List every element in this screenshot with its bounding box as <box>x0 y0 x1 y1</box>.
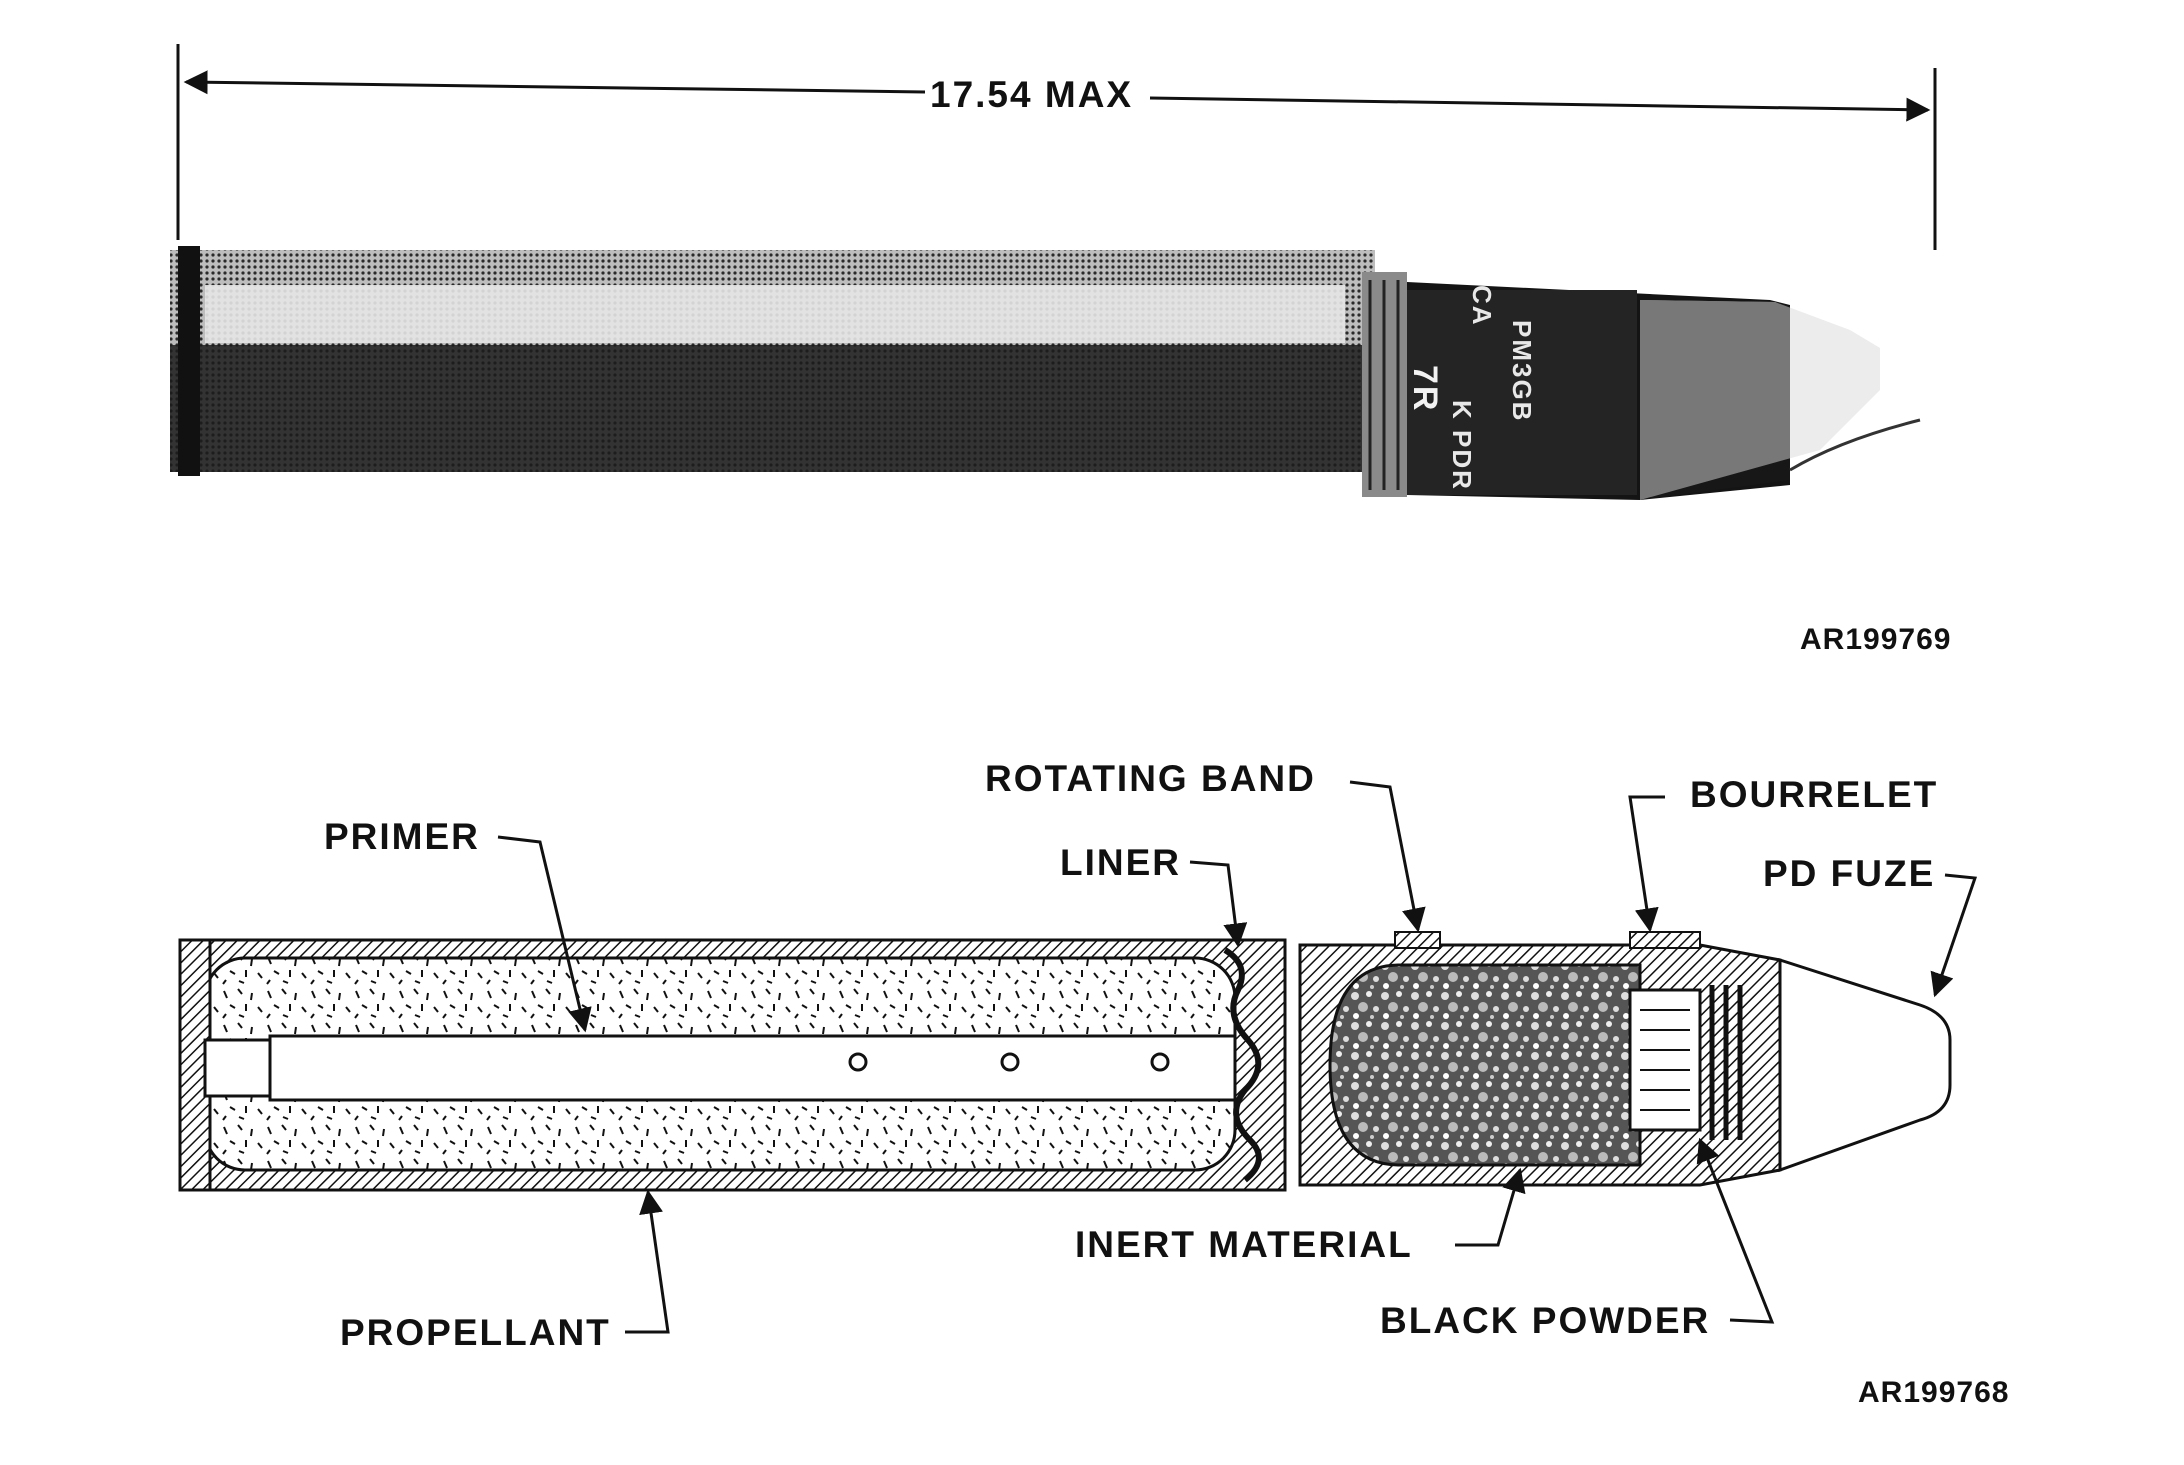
label-bourrelet: BOURRELET <box>1690 774 1939 815</box>
cartridge-photo <box>170 44 1937 500</box>
label-liner: LINER <box>1060 842 1181 883</box>
shell-marking: K PDR <box>1447 400 1477 491</box>
photo-id: AR199769 <box>1800 623 1952 656</box>
fuze-tip <box>1789 418 1921 472</box>
vent-hole <box>848 1052 868 1072</box>
label-rotating-band: ROTATING BAND <box>985 758 1316 799</box>
label-black-powder: BLACK POWDER <box>1380 1300 1711 1341</box>
case-shadow <box>170 345 1375 472</box>
bourrelet <box>1629 931 1701 949</box>
leader-primer <box>497 835 592 1033</box>
pd-fuze <box>1778 957 1952 1173</box>
case-highlight <box>205 285 1345 343</box>
liner <box>1223 947 1262 1183</box>
dimension-arrow-right <box>1149 96 1931 122</box>
leader-propellant <box>625 1189 670 1334</box>
leader-liner <box>1189 860 1248 948</box>
shell-marking: CA <box>1467 285 1497 327</box>
shell-marking: PM3GB <box>1507 320 1537 423</box>
vent-hole <box>1150 1052 1170 1072</box>
drawing-id: AR199768 <box>1858 1376 2010 1409</box>
inert-filler <box>1328 963 1642 1167</box>
shell-marking: 7R <box>1406 365 1444 413</box>
label-propellant: PROPELLANT <box>340 1312 611 1353</box>
label-pd-fuze: PD FUZE <box>1763 853 1936 894</box>
case-rim <box>178 246 200 476</box>
dimension-arrow-left <box>183 70 926 95</box>
dimension-label: 17.54 MAX <box>930 74 1134 115</box>
leader-bourrelet <box>1628 795 1665 933</box>
black-powder-charge <box>1628 988 1702 1132</box>
primer-body <box>203 1038 277 1098</box>
rotating-band <box>1394 931 1441 949</box>
label-primer: PRIMER <box>324 816 480 857</box>
leader-inert-material <box>1455 1167 1526 1247</box>
cartridge-cutaway <box>178 780 1978 1334</box>
leader-pd-fuze <box>1930 873 1978 998</box>
vent-hole <box>1000 1052 1020 1072</box>
leader-rotating-band <box>1349 780 1426 933</box>
flash-tube <box>268 1034 1237 1102</box>
label-inert-material: INERT MATERIAL <box>1075 1224 1413 1265</box>
marking-panel <box>1407 290 1637 495</box>
leader-black-powder <box>1696 1137 1775 1324</box>
